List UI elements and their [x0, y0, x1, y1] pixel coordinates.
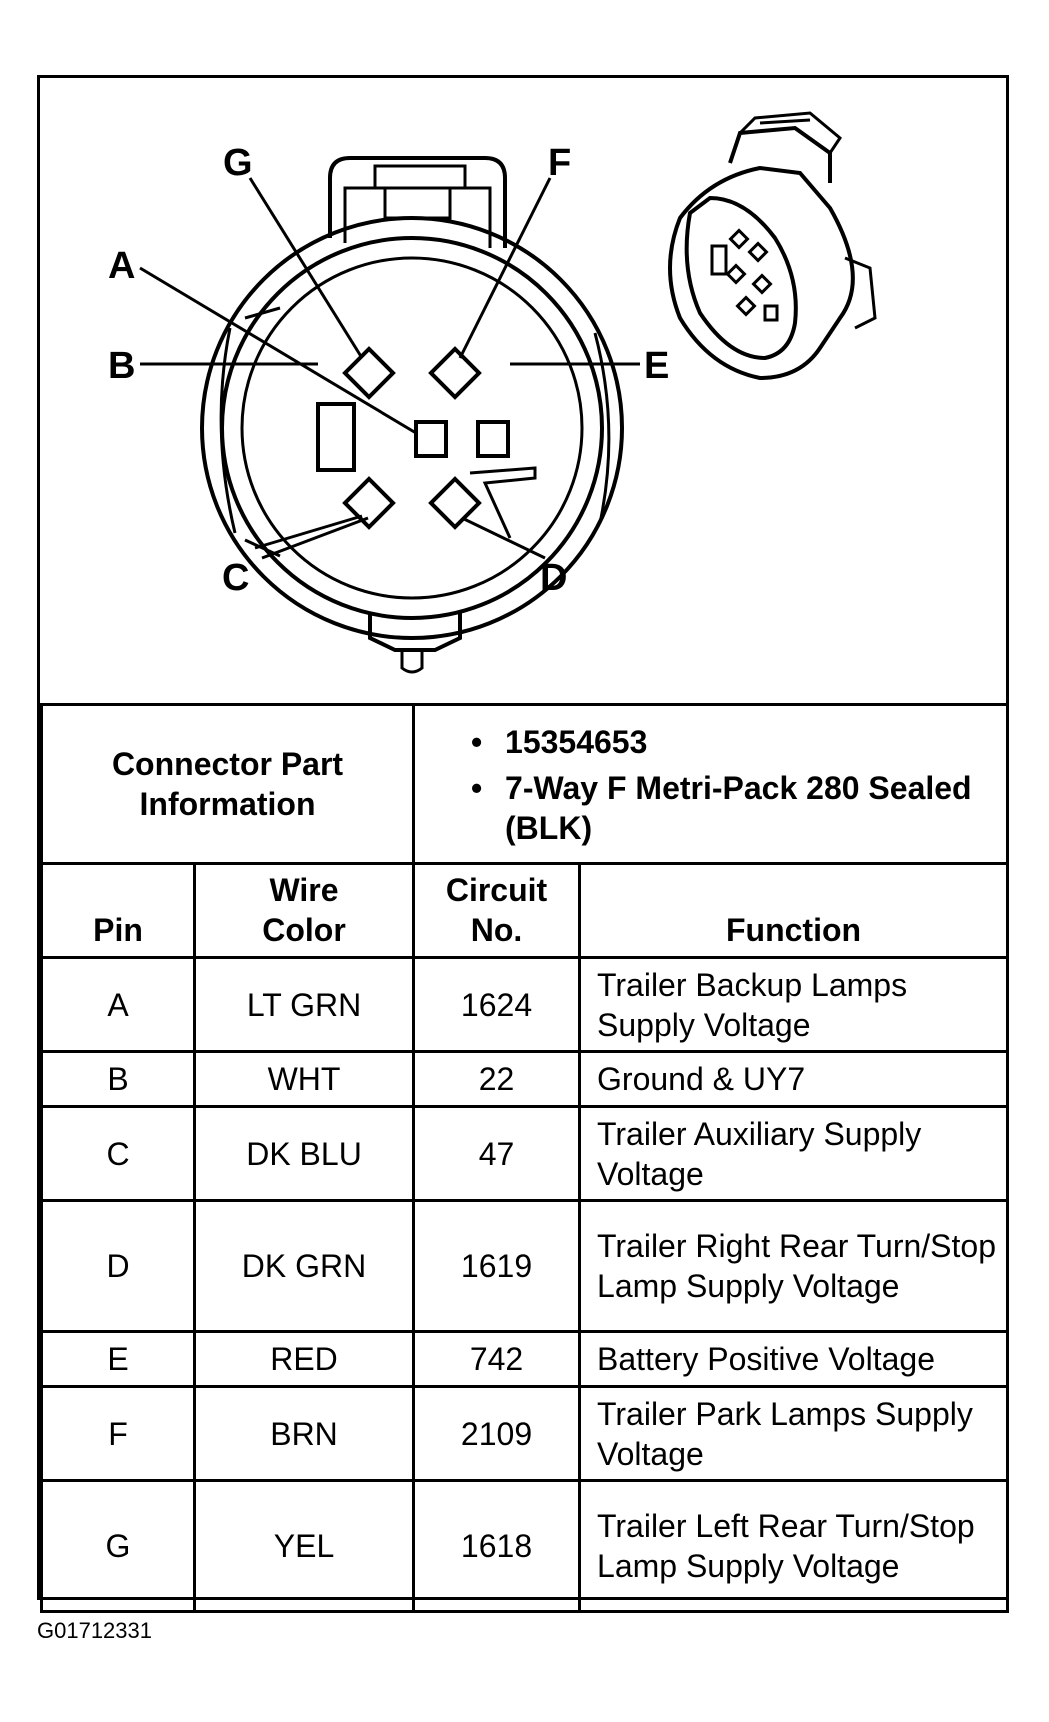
wire-color-cell: WHT	[192, 1050, 416, 1108]
wire-color-cell: YEL	[192, 1479, 416, 1613]
figure-id: G01712331	[37, 1618, 152, 1643]
pin-cell: E	[40, 1330, 196, 1388]
pin-cell: F	[40, 1385, 196, 1482]
pin-d-cavity	[428, 476, 482, 530]
label-b: B	[108, 345, 135, 387]
top-latch-housing	[328, 156, 507, 248]
connector-info-row: Connector Part Information 15354653 7-Wa…	[39, 703, 1010, 865]
circuit-cell: 22	[412, 1050, 582, 1108]
connector-diagram: G F A B E C D	[40, 78, 1006, 703]
label-a: A	[108, 245, 135, 287]
wire-color-cell: BRN	[192, 1385, 416, 1482]
polarization-rib	[469, 466, 537, 539]
label-f: F	[548, 142, 571, 184]
connector-description: 7-Way F Metri-Pack 280 Sealed (BLK)	[471, 768, 990, 848]
circuit-cell: 1619	[412, 1199, 582, 1333]
pin-cell: B	[40, 1050, 196, 1108]
function-cell: Trailer Right Rear Turn/Stop Lamp Supply…	[578, 1199, 1010, 1333]
table-row: G YEL 1618 Trailer Left Rear Turn/Stop L…	[40, 1479, 1010, 1613]
function-cell: Trailer Backup Lamps Supply Voltage	[578, 956, 1010, 1053]
latch-tab	[373, 164, 467, 190]
function-cell: Battery Positive Voltage	[578, 1330, 1010, 1388]
bottom-key	[368, 613, 462, 652]
connector-face-ring	[240, 256, 584, 600]
pin-f-cavity	[428, 346, 482, 400]
function-cell: Trailer Left Rear Turn/Stop Lamp Supply …	[578, 1479, 1010, 1613]
pin-cell: C	[40, 1105, 196, 1202]
circuit-cell: 47	[412, 1105, 582, 1202]
table-row: C DK BLU 47 Trailer Auxiliary Supply Vol…	[40, 1105, 1010, 1202]
label-d: D	[540, 557, 567, 599]
connector-face-svg: G F A B E C D	[108, 111, 877, 674]
pin-g-cavity	[342, 346, 396, 400]
connector-info-values: 15354653 7-Way F Metri-Pack 280 Sealed (…	[412, 703, 1010, 865]
pin-cell: A	[40, 956, 196, 1053]
wire-color-cell: RED	[192, 1330, 416, 1388]
wire-color-cell: DK BLU	[192, 1105, 416, 1202]
table-row: E RED 742 Battery Positive Voltage	[40, 1330, 1010, 1388]
pin-a-cavity	[414, 420, 448, 458]
connector-pinout-table: Connector Part Information 15354653 7-Wa…	[39, 703, 1010, 1613]
left-rib	[219, 327, 237, 534]
header-pin: Pin	[40, 862, 196, 959]
circuit-cell: 1618	[412, 1479, 582, 1613]
label-e: E	[644, 345, 669, 387]
pin-c-cavity	[342, 476, 396, 530]
circuit-cell: 742	[412, 1330, 582, 1388]
circuit-cell: 2109	[412, 1385, 582, 1482]
function-cell: Trailer Auxiliary Supply Voltage	[578, 1105, 1010, 1202]
pin-cell: G	[40, 1479, 196, 1613]
wire-color-cell: LT GRN	[192, 956, 416, 1053]
table-row: F BRN 2109 Trailer Park Lamps Supply Vol…	[40, 1385, 1010, 1482]
figure-frame: G F A B E C D	[37, 75, 1010, 1613]
header-function: Function	[578, 862, 1010, 959]
function-cell: Ground & UY7	[578, 1050, 1010, 1108]
pin-e-cavity	[476, 420, 510, 458]
table-row: D DK GRN 1619 Trailer Right Rear Turn/St…	[40, 1199, 1010, 1333]
connector-iso-view	[668, 111, 877, 381]
label-g: G	[223, 142, 253, 184]
pin-cell: D	[40, 1199, 196, 1333]
connector-info-label: Connector Part Information	[39, 703, 416, 865]
label-c: C	[222, 557, 249, 599]
header-circuit: Circuit No.	[412, 862, 582, 959]
table-row: B WHT 22 Ground & UY7	[40, 1050, 1010, 1108]
header-wire-color: Wire Color	[192, 862, 416, 959]
function-cell: Trailer Park Lamps Supply Voltage	[578, 1385, 1010, 1482]
header-row: Pin Wire Color Circuit No. Function	[40, 862, 1010, 959]
table-row: A LT GRN 1624 Trailer Backup Lamps Suppl…	[40, 956, 1010, 1053]
right-rib	[593, 332, 611, 524]
wire-color-cell: DK GRN	[192, 1199, 416, 1333]
circuit-cell: 1624	[412, 956, 582, 1053]
pin-b-cavity	[316, 402, 356, 472]
connector-part-number: 15354653	[471, 722, 990, 762]
